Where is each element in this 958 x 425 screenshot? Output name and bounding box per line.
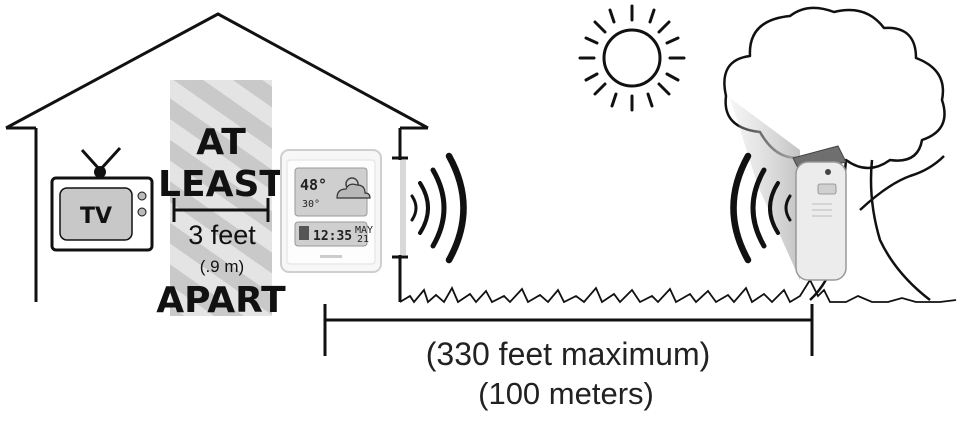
range-measure-bar — [323, 304, 814, 356]
spacing-line-least: LEAST — [158, 164, 284, 205]
range-max-feet: (330 feet maximum) — [426, 336, 711, 372]
sensor-signal-waves — [730, 152, 792, 264]
cloud-sun-icon — [336, 177, 371, 199]
sun-icon — [578, 4, 686, 112]
house-outline — [5, 12, 429, 302]
tv-icon: TV — [50, 146, 154, 252]
display-date-bottom: 21 — [357, 234, 369, 245]
ground-grass — [399, 278, 957, 304]
spacing-callout: AT LEAST 3 feet (.9 m) APART — [156, 122, 286, 321]
display-temp-main: 48° — [300, 176, 327, 194]
tv-label: TV — [80, 204, 112, 229]
weather-display-console: 48° 30° 12:35 MAY 21 — [280, 149, 382, 273]
sensor-shade — [730, 98, 800, 280]
spacing-distance: 3 feet — [188, 220, 256, 250]
moon-phase-icon — [299, 226, 309, 240]
display-clock: 12:35 — [313, 229, 352, 244]
wall-opening — [400, 160, 406, 255]
range-max-meters: (100 meters) — [478, 376, 654, 411]
display-temp-secondary: 30° — [302, 199, 320, 210]
remote-sensor — [792, 145, 847, 281]
spacing-measure-bar — [172, 198, 270, 222]
console-signal-waves — [410, 152, 467, 264]
spacing-line-at: AT — [196, 122, 246, 163]
spacing-metric: (.9 m) — [200, 257, 244, 276]
display-date-top: MAY — [355, 225, 373, 236]
spacing-line-apart: APART — [156, 280, 286, 321]
spacing-band — [170, 80, 272, 316]
wall-opening-markers — [392, 156, 408, 259]
